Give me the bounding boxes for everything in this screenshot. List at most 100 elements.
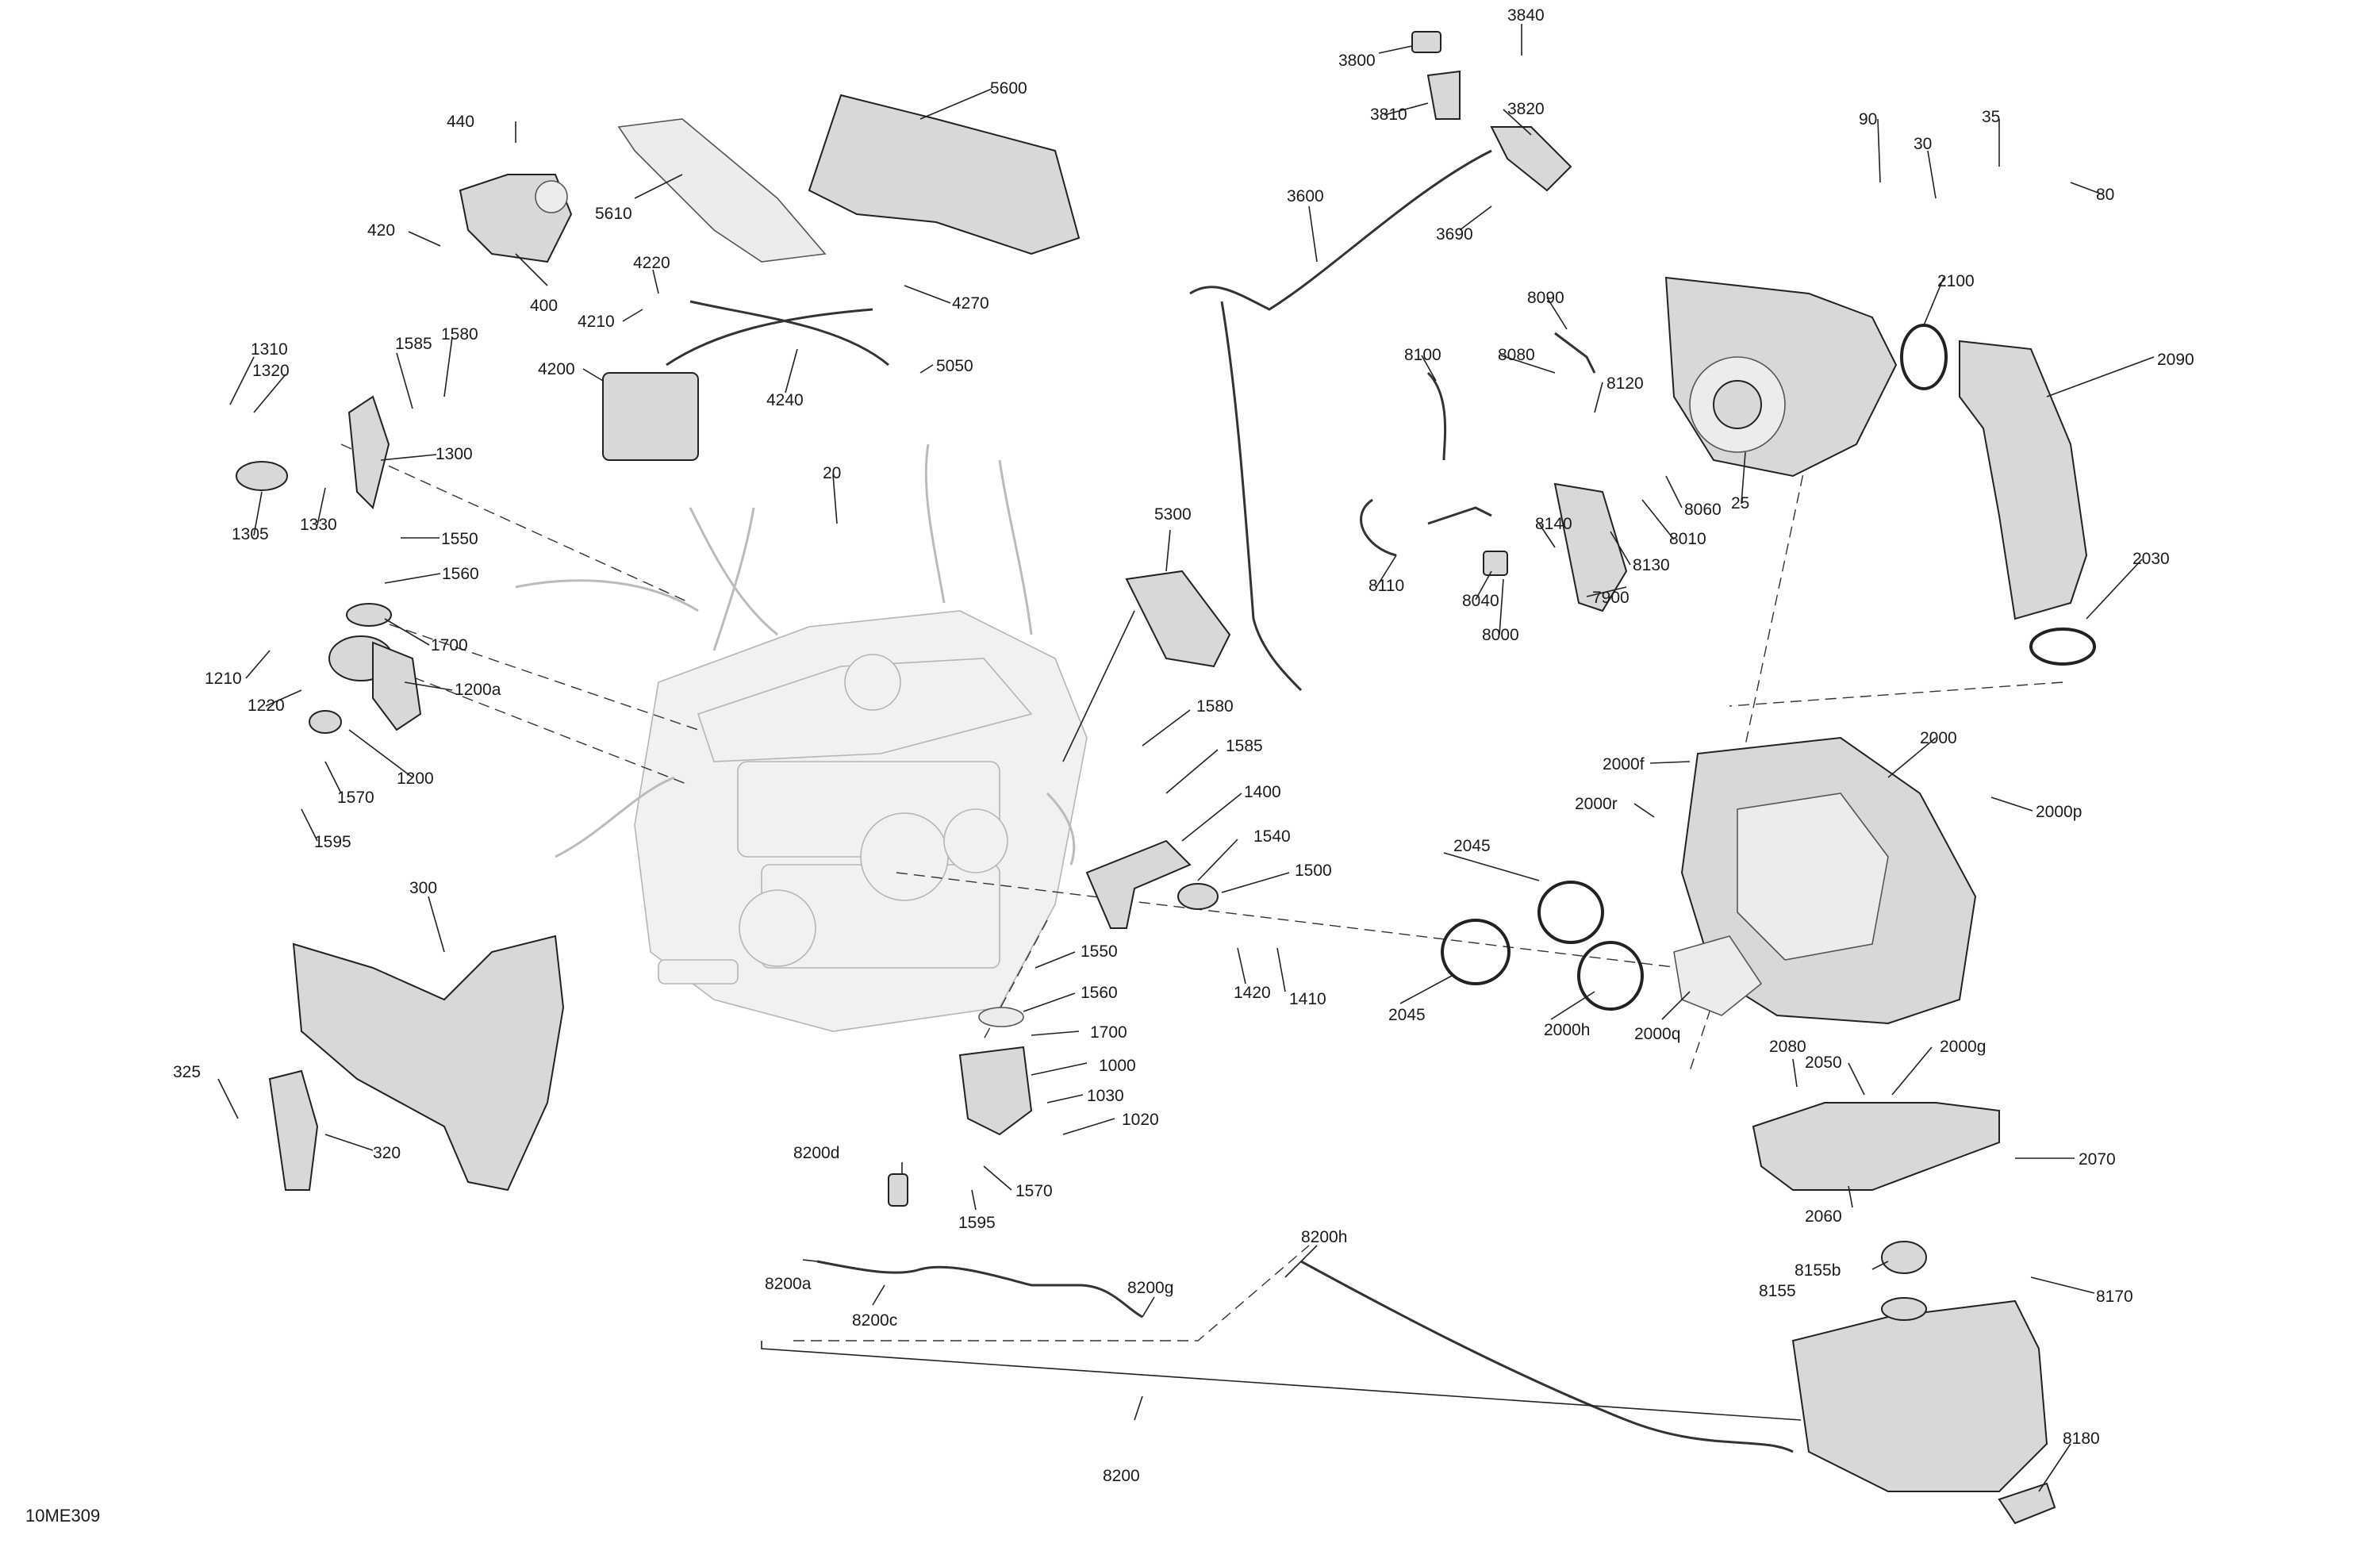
callout: 1220 [248,697,285,715]
clamp-2045-a [1537,881,1604,944]
callout: 325 [173,1063,201,1081]
callout: 1000 [1099,1057,1136,1075]
callout: 1200a [455,681,501,699]
callout: 8090 [1527,289,1564,307]
callout: 1330 [300,516,337,534]
duct-2090 [1959,340,2088,620]
callout: 4200 [538,360,575,378]
callout: 2045 [1388,1006,1426,1024]
callout: 8155 [1759,1282,1796,1300]
callout: 1020 [1122,1111,1159,1129]
parts [236,31,2096,1525]
callout: 1540 [1253,827,1291,846]
callout: 2000p [2036,803,2082,821]
callout: 8080 [1498,346,1535,364]
callout: 4210 [578,313,615,331]
bracket-1300 [347,395,390,509]
callout: 1580 [441,325,478,344]
callout: 8200c [852,1311,897,1330]
callout: 1500 [1295,862,1332,880]
tank-8155 [1791,1299,2048,1492]
callout: 1550 [441,530,478,548]
part-7900 [1553,482,1628,612]
callout: 4240 [766,391,804,409]
callout: 1200 [397,770,434,788]
sensor-8000 [1483,551,1508,576]
callout: 1585 [395,335,432,353]
callout: 8010 [1669,530,1706,548]
callout: 440 [447,113,474,131]
callout: 1550 [1081,942,1118,961]
callout: 8120 [1606,374,1644,393]
clamp-2100 [1900,324,1948,390]
callout: 8000 [1482,626,1519,644]
callout: 8040 [1462,592,1499,610]
callout: 1560 [442,565,479,583]
callout: 1570 [337,789,374,807]
callout: 3840 [1507,6,1545,25]
clamp-2000h [1577,941,1644,1011]
heat-shield-5610 [617,118,827,263]
mount-1305 [236,461,288,491]
callout: 3800 [1338,52,1376,70]
diagram-reference-code: 10ME309 [25,1506,101,1526]
callout: 2000f [1603,755,1645,773]
callout: 1700 [1090,1023,1127,1042]
callout: 80 [2096,186,2114,204]
callout: 8200g [1127,1279,1173,1297]
bracket-320 [268,1069,319,1191]
callout: 8130 [1633,556,1670,574]
callout: 8110 [1368,577,1404,595]
callout: 2090 [2157,351,2194,369]
part-3800 [1411,31,1441,53]
callout: 320 [373,1144,401,1162]
callout: 2030 [2132,550,2170,568]
callout: 4270 [952,294,989,313]
callout: 3810 [1370,106,1407,124]
callout: 2060 [1805,1207,1842,1226]
callout: 5600 [990,79,1027,98]
bracket-2060 [1752,1102,2000,1191]
callout: 1320 [252,362,290,380]
callout: 1305 [232,525,269,543]
callout: 35 [1982,108,2000,126]
callout: 1570 [1015,1182,1053,1200]
leader-lines [217,24,2155,1492]
engine-ghost [515,443,1088,1032]
callout: 8170 [2096,1288,2133,1306]
callout: 2100 [1937,272,1975,290]
callout: 2000 [1920,729,1957,747]
callout: 4220 [633,254,670,272]
mount-1000 [958,1046,1033,1136]
clamp-2045-b [1441,919,1511,985]
clamp-2030 [2029,628,2096,666]
callout: 400 [530,297,558,315]
callout-labels: 5600 440 5610 420 400 4220 4210 4270 420… [173,6,2194,1485]
cover-300 [292,935,565,1192]
callout: 2070 [2079,1150,2116,1169]
callout: 2000g [1940,1038,1986,1056]
callout: 300 [409,879,437,897]
callout: 25 [1731,494,1749,512]
callout: 8140 [1535,515,1572,533]
dipstick-5300 [1125,570,1231,668]
callout: 2045 [1453,837,1491,855]
callout: 5050 [936,357,973,375]
callout: 8155b [1795,1261,1841,1280]
callout: 1595 [314,833,351,851]
ignition-coil-4200 [602,372,699,461]
cap-8155b [1881,1241,1927,1274]
callout: 1585 [1226,737,1263,755]
callout: 5300 [1154,505,1192,524]
callout: 1210 [205,670,242,688]
callout: 8060 [1684,501,1722,519]
sensor-8180 [1998,1482,2056,1525]
callout: 20 [823,464,841,482]
heat-shield-5600 [808,94,1081,255]
bracket-1400 [1085,839,1192,929]
callout: 1560 [1081,984,1118,1002]
callout: 1700 [431,636,468,654]
callout: 1310 [251,340,288,359]
mount-1500 [1177,883,1219,910]
part-3810 [1426,70,1461,120]
